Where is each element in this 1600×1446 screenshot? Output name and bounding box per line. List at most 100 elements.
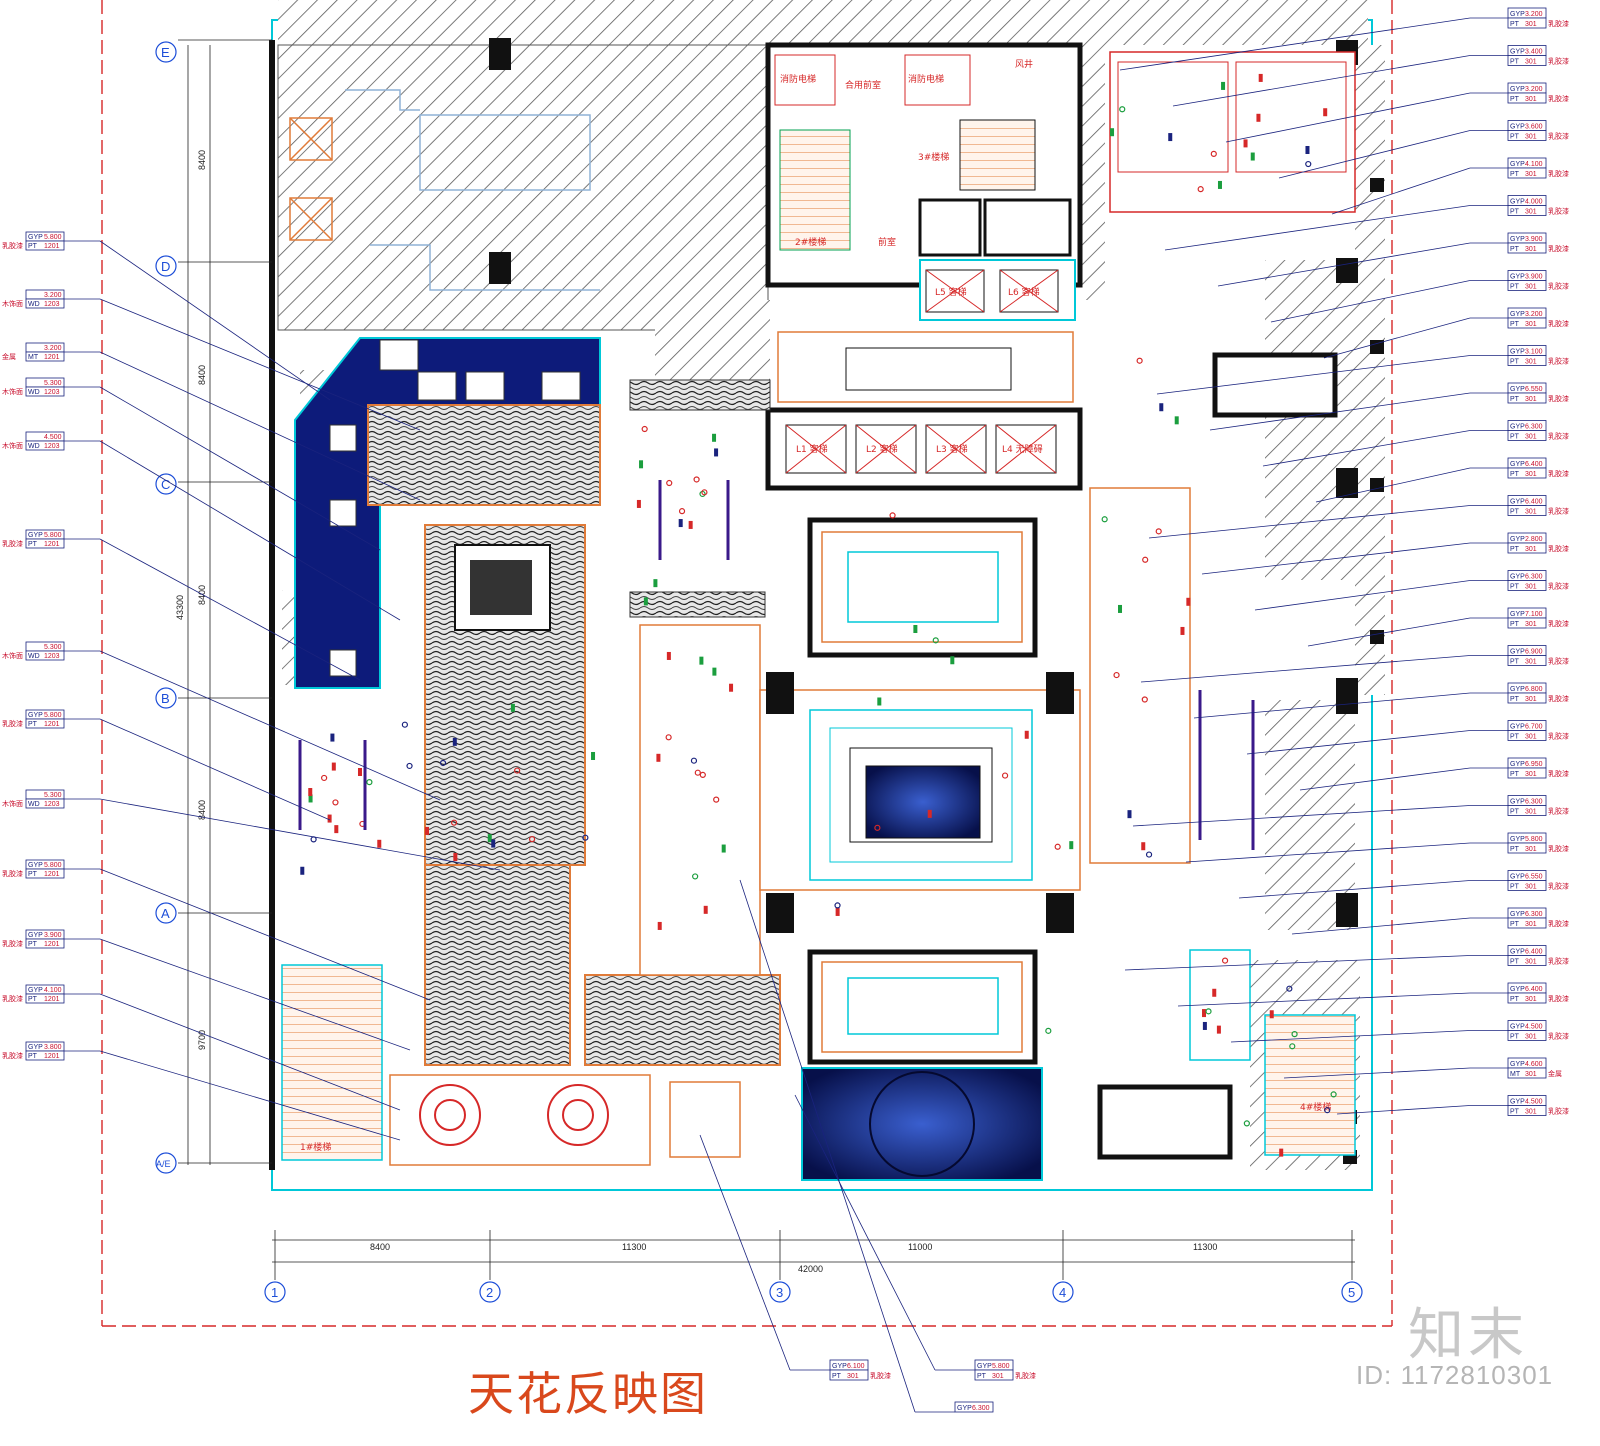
light-fixture — [666, 479, 673, 487]
tag-number: 301 — [1525, 134, 1537, 141]
tag-number: 301 — [1525, 471, 1537, 478]
tag-number: 301 — [1525, 284, 1537, 291]
vent-fixture — [487, 834, 492, 843]
vent-fixture — [877, 697, 882, 706]
tag-code: PT — [1510, 134, 1520, 141]
wood-ceilings — [367, 404, 781, 1066]
lift-lobby-ceiling — [777, 331, 1074, 403]
tag-code: PT — [28, 721, 38, 728]
tag-note: 乳胶漆 — [2, 719, 23, 728]
vent-fixture — [300, 866, 305, 875]
axis-row-a: A — [161, 906, 170, 921]
light-fixture — [582, 834, 589, 841]
tag-material: GYP — [1510, 499, 1525, 506]
tag-height: 3.200 — [44, 292, 62, 299]
tag-code: PT — [1510, 1109, 1520, 1116]
tag-code: PT — [1510, 471, 1520, 478]
vent-fixture — [1243, 139, 1248, 148]
light-fixture — [1205, 1008, 1212, 1015]
light-fixture — [366, 779, 373, 786]
tag-height: 6.100 — [847, 1363, 865, 1370]
axis-row-ae: A/E — [156, 1159, 171, 1169]
tag-material: GYP — [1510, 761, 1525, 768]
corridor-ceiling — [629, 379, 771, 976]
light-fixture — [1113, 671, 1120, 679]
sheet-frame — [101, 0, 1393, 1327]
tag-code: PT — [1510, 959, 1520, 966]
tag-height: 6.400 — [1525, 949, 1543, 956]
tag-height: 4.100 — [1525, 161, 1543, 168]
tag-note: 乳胶漆 — [1548, 1107, 1569, 1116]
tag-height: 3.200 — [1525, 11, 1543, 18]
tag-material: GYP — [1510, 349, 1525, 356]
tag-note: 乳胶漆 — [1548, 319, 1569, 328]
tag-code: WD — [28, 301, 40, 308]
tag-number: 301 — [1525, 96, 1537, 103]
tag-code: WD — [28, 653, 40, 660]
tag-number: 301 — [1525, 846, 1537, 853]
tag-note: 乳胶漆 — [1548, 544, 1569, 553]
tag-number: 1203 — [44, 389, 60, 396]
core-top — [765, 42, 1083, 288]
tag-code: PT — [28, 243, 38, 250]
tag-code: PT — [1510, 509, 1520, 516]
axis-col-1: 1 — [271, 1285, 278, 1300]
light-fixture — [690, 757, 698, 764]
tag-material: GYP — [28, 234, 43, 241]
tag-code: PT — [1510, 209, 1520, 216]
tag-code: PT — [1510, 246, 1520, 253]
tag-code: PT — [1510, 546, 1520, 553]
tag-note: 乳胶漆 — [1548, 732, 1569, 741]
lift-l6-label: L6 客梯 — [1008, 286, 1040, 298]
tag-code: PT — [1510, 846, 1520, 853]
tag-height: 3.200 — [1525, 311, 1543, 318]
tag-height: 5.800 — [44, 862, 62, 869]
tag-material: GYP — [28, 712, 43, 719]
watermark-id: ID: 1172810301 — [1356, 1360, 1554, 1390]
tag-number: 301 — [1525, 884, 1537, 891]
light-fixture — [401, 721, 408, 728]
axis-col-3: 3 — [776, 1285, 783, 1300]
tag-note: 金属 — [1548, 1069, 1562, 1078]
light-fixture — [1197, 186, 1204, 193]
light-fixture — [1142, 556, 1149, 563]
tag-number: 1201 — [44, 354, 60, 361]
tag-code: PT — [1510, 321, 1520, 328]
tag-note: 乳胶漆 — [1548, 957, 1569, 966]
light-fixture — [1330, 1091, 1337, 1098]
tag-code: PT — [1510, 396, 1520, 403]
vent-fixture — [334, 825, 339, 834]
light-fixture — [1324, 1107, 1331, 1114]
tag-number: 1203 — [44, 653, 60, 660]
tag-note: 乳胶漆 — [1548, 844, 1569, 853]
tag-material: GYP — [1510, 386, 1525, 393]
vent-fixture — [308, 788, 313, 797]
tag-number: 1201 — [44, 996, 60, 1003]
fire-lift-label-left: 消防电梯 — [780, 73, 816, 85]
tag-height: 4.500 — [1525, 1099, 1543, 1106]
lifts-upper: L5 客梯 L6 客梯 — [919, 259, 1076, 321]
vent-fixture — [712, 433, 717, 442]
tag-code: PT — [1510, 996, 1520, 1003]
dim-bottom-4: 11300 — [1193, 1242, 1217, 1252]
light-fixture — [693, 476, 700, 483]
tag-note: 乳胶漆 — [1548, 694, 1569, 703]
vent-fixture — [1174, 416, 1179, 425]
tag-height: 5.800 — [1525, 836, 1543, 843]
tag-material: GYP — [1510, 11, 1525, 18]
tag-material: GYP — [28, 1044, 43, 1051]
dim-left-4: 8400 — [197, 800, 207, 820]
vent-fixture — [1216, 1025, 1221, 1034]
tag-code: WD — [28, 443, 40, 450]
tag-material: GYP — [1510, 274, 1525, 281]
